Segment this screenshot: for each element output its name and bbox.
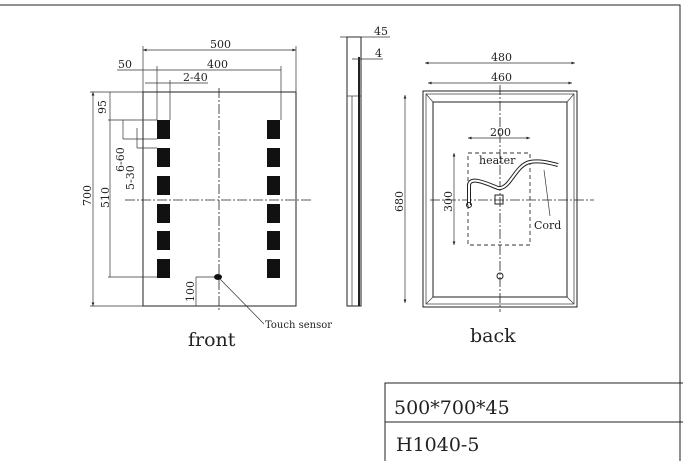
dim-led-span: 400 bbox=[207, 58, 228, 71]
dim-led-column: 510 bbox=[99, 187, 112, 208]
dim-outer-width: 480 bbox=[491, 51, 512, 64]
touch-sensor-icon bbox=[214, 274, 222, 280]
dim-led-width: 2-40 bbox=[183, 71, 208, 84]
cord-grommet-icon bbox=[466, 202, 472, 208]
mirror-front-outline bbox=[142, 91, 297, 307]
dim-width: 500 bbox=[210, 38, 231, 51]
title-block: 500*700*45 H1040-5 bbox=[384, 382, 683, 461]
dim-heater-width: 200 bbox=[490, 126, 511, 139]
dim-sensor: 100 bbox=[184, 281, 197, 302]
touch-sensor-leader bbox=[219, 278, 265, 325]
junction-box-icon bbox=[494, 194, 504, 205]
front-view: Touch sensor front 500 50 400 2-40 700 5… bbox=[81, 38, 332, 351]
touch-sensor-label: Touch sensor bbox=[265, 320, 332, 331]
back-label: back bbox=[470, 325, 516, 347]
dim-led-gap: 5-30 bbox=[124, 165, 137, 190]
cord-label: Cord bbox=[534, 219, 561, 232]
dim-depth: 45 bbox=[374, 25, 388, 38]
dim-back-height: 680 bbox=[393, 191, 406, 212]
dim-led-height: 6-60 bbox=[114, 147, 127, 172]
dim-height: 700 bbox=[81, 185, 94, 206]
side-view: 45 4 bbox=[340, 25, 390, 307]
sheet-border bbox=[0, 4, 681, 461]
dim-inner-width: 460 bbox=[491, 71, 512, 84]
back-view: 480 460 680 200 300 heater Cord back bbox=[393, 51, 594, 347]
sensor-port-icon bbox=[496, 272, 504, 280]
led-strips bbox=[157, 120, 280, 278]
dim-heater-height: 300 bbox=[442, 191, 455, 212]
dim-top: 95 bbox=[96, 100, 109, 114]
cord-icon bbox=[467, 159, 559, 205]
size-spec: 500*700*45 bbox=[394, 397, 510, 419]
dim-glass: 4 bbox=[375, 47, 382, 60]
model-number: H1040-5 bbox=[396, 434, 479, 456]
front-label: front bbox=[188, 329, 236, 351]
cord-leader bbox=[543, 169, 551, 217]
heater-label: heater bbox=[479, 154, 516, 167]
dim-edge: 50 bbox=[118, 58, 132, 71]
